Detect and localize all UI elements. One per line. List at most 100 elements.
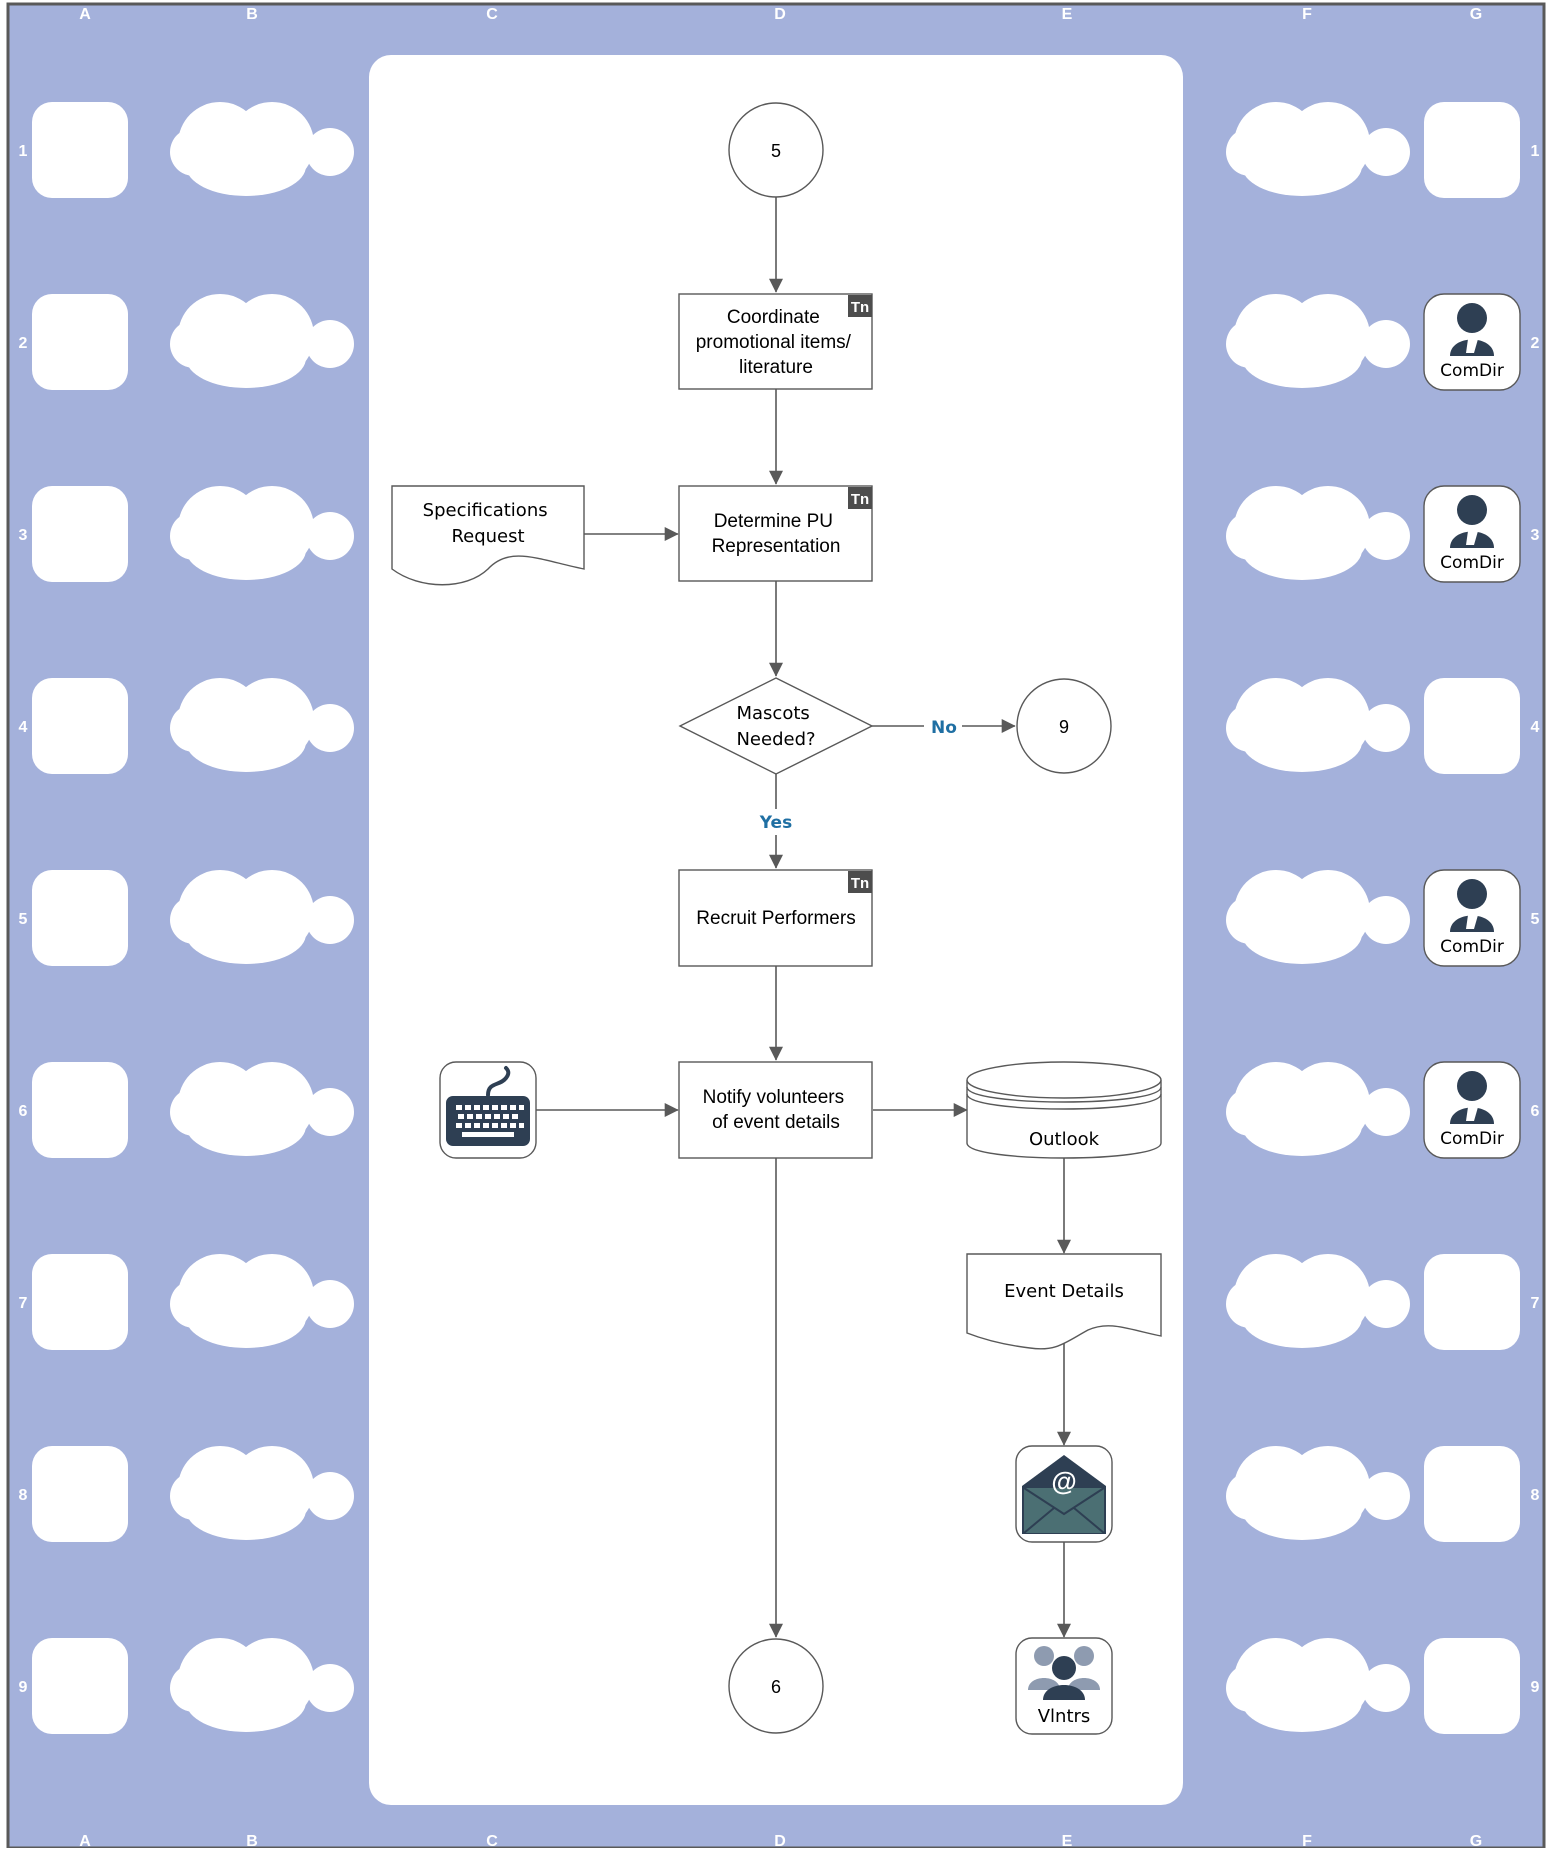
row-label-9-right: 9 bbox=[1531, 1679, 1540, 1696]
edge-label-yes-bg bbox=[754, 809, 798, 835]
database-label: Outlook bbox=[1029, 1129, 1100, 1150]
lane-f-cloud bbox=[1226, 1254, 1410, 1348]
email-icon: @ bbox=[1015, 1445, 1113, 1543]
lane-a-box bbox=[32, 294, 128, 390]
task-determine-line2: Representation bbox=[712, 536, 841, 557]
connector-top-label: 5 bbox=[771, 141, 781, 161]
lane-a-box bbox=[32, 1446, 128, 1542]
task-coordinate-promotional: Tn Coordinate promotional items/ literat… bbox=[678, 293, 873, 390]
svg-text:Specifications Request: Specifications Request bbox=[423, 500, 554, 547]
lane-a-box bbox=[32, 1638, 128, 1734]
row-label-8-right: 8 bbox=[1531, 1487, 1540, 1504]
lane-f-cloud bbox=[1226, 486, 1410, 580]
row-label-1-left: 1 bbox=[19, 143, 28, 160]
volunteers-label: Vlntrs bbox=[1038, 1706, 1091, 1727]
role-label: ComDir bbox=[1440, 553, 1504, 573]
lane-b-cloud bbox=[170, 294, 354, 388]
lane-f-cloud bbox=[1226, 678, 1410, 772]
row-label-1-right: 1 bbox=[1531, 143, 1540, 160]
task-notify-volunteers: Notify volunteers of event details bbox=[678, 1061, 873, 1159]
person-icon: ComDir bbox=[1423, 1061, 1521, 1159]
group-icon: Vlntrs bbox=[1015, 1637, 1113, 1735]
task-badge bbox=[848, 871, 872, 893]
edge-label-no-bg bbox=[924, 714, 962, 738]
column-label-A-bottom: A bbox=[79, 1833, 91, 1848]
task-badge-label: Tn bbox=[851, 491, 869, 508]
row-label-2-right: 2 bbox=[1531, 335, 1540, 352]
document-event-details: Event Details bbox=[966, 1253, 1162, 1350]
decision-line2: Needed? bbox=[736, 729, 815, 750]
connector-top: 5 bbox=[728, 102, 824, 198]
edge-label-no: No bbox=[931, 718, 957, 738]
connector-no: 9 bbox=[1016, 678, 1112, 774]
svg-text:@: @ bbox=[1051, 1466, 1076, 1496]
lane-f-cloud bbox=[1226, 1638, 1410, 1732]
row-label-8-left: 8 bbox=[19, 1487, 28, 1504]
column-label-G-bottom: G bbox=[1470, 1833, 1482, 1848]
column-label-G-top: G bbox=[1470, 6, 1482, 23]
task-notify-line1: Notify volunteers bbox=[703, 1087, 845, 1108]
person-icon: ComDir bbox=[1423, 293, 1521, 391]
person-icon: ComDir bbox=[1423, 485, 1521, 583]
connector-bottom: 6 bbox=[728, 1638, 824, 1734]
lane-b-cloud bbox=[170, 486, 354, 580]
row-label-2-left: 2 bbox=[19, 335, 28, 352]
lane-a-box bbox=[32, 678, 128, 774]
document-specifications-request: Specifications Request bbox=[391, 485, 585, 586]
doc-spec-line1: Specifications bbox=[423, 500, 548, 521]
task-determine-line1: Determine PU bbox=[714, 511, 833, 532]
lane-f-cloud bbox=[1226, 1062, 1410, 1156]
edge-label-yes: Yes bbox=[759, 813, 792, 833]
lane-f-cloud bbox=[1226, 1446, 1410, 1540]
lane-a-box bbox=[32, 486, 128, 582]
lane-a-box bbox=[32, 1254, 128, 1350]
row-label-9-left: 9 bbox=[19, 1679, 28, 1696]
row-label-4-right: 4 bbox=[1531, 719, 1540, 736]
role-label: ComDir bbox=[1440, 361, 1504, 381]
task-badge-label: Tn bbox=[851, 299, 869, 316]
lane-g-box bbox=[1424, 102, 1520, 198]
task-recruit-line1: Recruit Performers bbox=[696, 908, 855, 929]
lane-a-box bbox=[32, 102, 128, 198]
lane-f-cloud bbox=[1226, 102, 1410, 196]
lane-a-box bbox=[32, 1062, 128, 1158]
decision-mascots-needed: Mascots Needed? bbox=[678, 677, 874, 775]
svg-text:Notify volunteers of eve: Notify volunteers of event details bbox=[703, 1087, 850, 1133]
row-label-4-left: 4 bbox=[19, 719, 28, 736]
task-coordinate-line2: promotional items/ bbox=[696, 332, 852, 353]
lane-f-cloud bbox=[1226, 294, 1410, 388]
lane-b-cloud bbox=[170, 1254, 354, 1348]
keyboard-icon bbox=[439, 1061, 537, 1159]
lane-b-cloud bbox=[170, 870, 354, 964]
row-label-7-right: 7 bbox=[1531, 1295, 1540, 1312]
task-notify-line2: of event details bbox=[712, 1112, 840, 1133]
row-label-6-right: 6 bbox=[1531, 1103, 1540, 1120]
column-label-D-bottom: D bbox=[774, 1833, 786, 1848]
row-label-3-left: 3 bbox=[19, 527, 28, 544]
column-label-E-bottom: E bbox=[1062, 1833, 1073, 1848]
person-icon: ComDir bbox=[1423, 869, 1521, 967]
task-coordinate-line3: literature bbox=[739, 357, 813, 378]
column-label-F-bottom: F bbox=[1302, 1833, 1312, 1848]
row-label-5-left: 5 bbox=[19, 911, 28, 928]
lane-decorations bbox=[32, 102, 1520, 1734]
column-label-B-top: B bbox=[246, 6, 258, 23]
row-label-6-left: 6 bbox=[19, 1103, 28, 1120]
lane-g-box bbox=[1424, 1254, 1520, 1350]
lane-g-box bbox=[1424, 1446, 1520, 1542]
task-determine-pu: Tn Determine PU Representation bbox=[678, 485, 873, 582]
lane-b-cloud bbox=[170, 1638, 354, 1732]
lane-b-cloud bbox=[170, 1062, 354, 1156]
role-label: ComDir bbox=[1440, 937, 1504, 957]
column-label-C-bottom: C bbox=[486, 1833, 498, 1848]
task-recruit-performers: Tn Recruit Performers bbox=[678, 869, 873, 967]
database-outlook: Outlook bbox=[966, 1061, 1162, 1159]
lane-g-box bbox=[1424, 1638, 1520, 1734]
column-label-A-top: A bbox=[79, 6, 91, 23]
lane-b-cloud bbox=[170, 1446, 354, 1540]
column-label-D-top: D bbox=[774, 6, 786, 23]
